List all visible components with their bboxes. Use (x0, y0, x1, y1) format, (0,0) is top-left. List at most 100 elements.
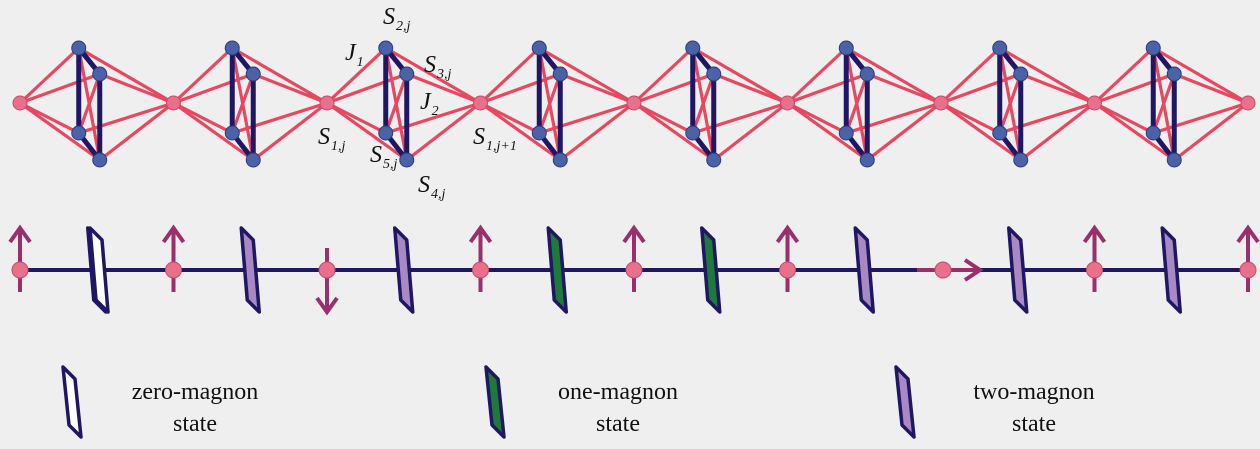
spin-arrow-head (315, 296, 339, 316)
j1-bond (77, 46, 175, 105)
j1-bond (479, 46, 541, 105)
label-s5j: S5,j (370, 142, 398, 172)
spin-site (552, 152, 568, 168)
j1-bond (998, 46, 1096, 105)
spin-site (706, 152, 722, 168)
chain-spin (622, 224, 646, 292)
j1-bond (252, 72, 328, 105)
chain-plaquette-zero (88, 226, 110, 314)
bond-layer (18, 46, 1249, 162)
j1-bond (538, 46, 635, 105)
chain-spin (468, 224, 493, 292)
spin-arrow-head (622, 224, 646, 244)
label-s4j: S4,j (418, 172, 446, 202)
spin-site (245, 66, 261, 82)
j1-bond (632, 46, 694, 105)
j1-bond (786, 101, 869, 162)
spin-site (685, 125, 701, 141)
j1-bond (712, 101, 789, 162)
j1-bond (326, 72, 408, 105)
j1-bond (19, 72, 101, 105)
label-j2: J2 (420, 89, 439, 119)
spin-site (245, 152, 261, 168)
j1-bond (19, 101, 101, 162)
j1-bond (479, 101, 540, 135)
j1-bond (633, 72, 715, 105)
spin-site (1013, 66, 1029, 82)
j1-bond (1020, 72, 1096, 105)
j1-bond (713, 72, 789, 105)
j1-bond (1173, 72, 1249, 105)
legend-zero-icon (61, 365, 83, 439)
chain-spin (775, 224, 800, 292)
spin-site (1166, 152, 1182, 168)
spin-site (399, 66, 415, 82)
joint-spin-site (933, 95, 949, 111)
spin-site (838, 125, 854, 141)
chain-spin-site (1239, 261, 1257, 279)
j1-bond (231, 46, 328, 105)
spin-site (71, 40, 87, 56)
joint-spin-site (12, 95, 28, 111)
spin-site (378, 125, 394, 141)
legend-two-icon (894, 365, 916, 439)
chain-plaquette-two (239, 226, 261, 314)
chain-spin-site (779, 261, 796, 279)
spin-site (859, 152, 875, 168)
spin-site (1166, 66, 1182, 82)
spin-site (838, 40, 854, 56)
j2-bond (691, 73, 716, 134)
chain-spin-site (11, 261, 29, 279)
j1-bond (845, 46, 942, 105)
spin-site (378, 40, 394, 56)
legend-one-icon (484, 365, 506, 439)
j1-bond (406, 72, 482, 105)
spin-site (224, 125, 240, 141)
spin-lattice (12, 40, 1256, 168)
j1-bond (1093, 101, 1154, 135)
j1-bond (479, 72, 561, 105)
spin-site (531, 125, 547, 141)
j2-bond (844, 73, 869, 134)
j1-bond (786, 72, 868, 105)
chain-spin-site (318, 261, 336, 279)
chain-spin (1082, 224, 1107, 292)
joint-spin-site (473, 95, 488, 111)
spin-arrow-head (1082, 224, 1107, 244)
joint-spin-site (319, 95, 335, 111)
j1-bond (786, 46, 848, 105)
joint-spin-site (1240, 95, 1256, 111)
j1-bond (19, 101, 80, 135)
spin-site (531, 40, 547, 56)
spin-site (685, 40, 701, 56)
j1-bond (559, 72, 635, 105)
j1-bond (172, 46, 234, 105)
j1-bond (384, 46, 482, 105)
chain-plaquette-one (546, 226, 568, 314)
chain-plaquette-two (1007, 226, 1029, 314)
chain-spin-site (1086, 261, 1103, 279)
label-j1: J1 (345, 40, 364, 70)
chain-plaquette-one (700, 226, 722, 314)
label-s2j: S2,j (383, 4, 411, 34)
spin-site (552, 66, 568, 82)
j1-bond (633, 101, 694, 135)
joint-spin-site (780, 95, 795, 111)
spin-site (92, 66, 108, 82)
spin-site (1145, 40, 1161, 56)
spin-site (224, 40, 240, 56)
j1-bond (172, 72, 254, 105)
chain-spin-site (934, 261, 952, 279)
spin-site (71, 125, 87, 141)
j2-bond (537, 73, 562, 134)
spin-arrow-head (1236, 224, 1260, 244)
j1-bond (325, 46, 387, 105)
j1-bond (691, 46, 789, 105)
j1-bond (633, 101, 715, 162)
j2-bond (1151, 73, 1176, 134)
j1-bond (1173, 101, 1249, 162)
chain-spin (8, 224, 32, 292)
